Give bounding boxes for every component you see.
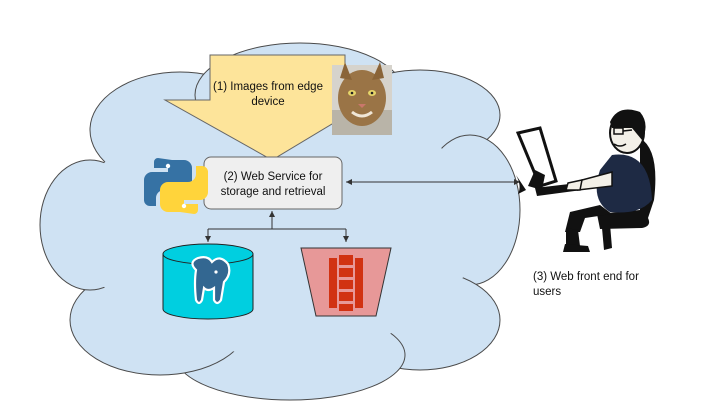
postgresql-elephant-icon <box>191 256 231 305</box>
web-service-label: (2) Web Service for storage and retrieva… <box>205 170 341 200</box>
service-label-line1: (2) Web Service for <box>223 171 323 183</box>
service-to-storage-connectors <box>205 211 349 242</box>
edge-device-label: (1) Images from edge device <box>205 80 331 110</box>
service-label-line2: storage and retrieval <box>220 186 326 198</box>
aws-s3-bucket <box>300 247 392 317</box>
edge-label-line2: device <box>251 96 285 108</box>
python-logo-icon <box>144 158 208 214</box>
front-label-line2: users <box>533 286 562 298</box>
front-label-line1: (3) Web front end for <box>533 271 639 283</box>
edge-label-line1: (1) Images from edge <box>213 81 323 93</box>
web-front-end-label: (3) Web front end for users <box>533 270 663 300</box>
person-at-computer-icon <box>515 109 656 252</box>
cat-photo-icon <box>332 62 392 135</box>
aws-s3-icon <box>329 255 363 311</box>
postgresql-database <box>162 243 254 320</box>
